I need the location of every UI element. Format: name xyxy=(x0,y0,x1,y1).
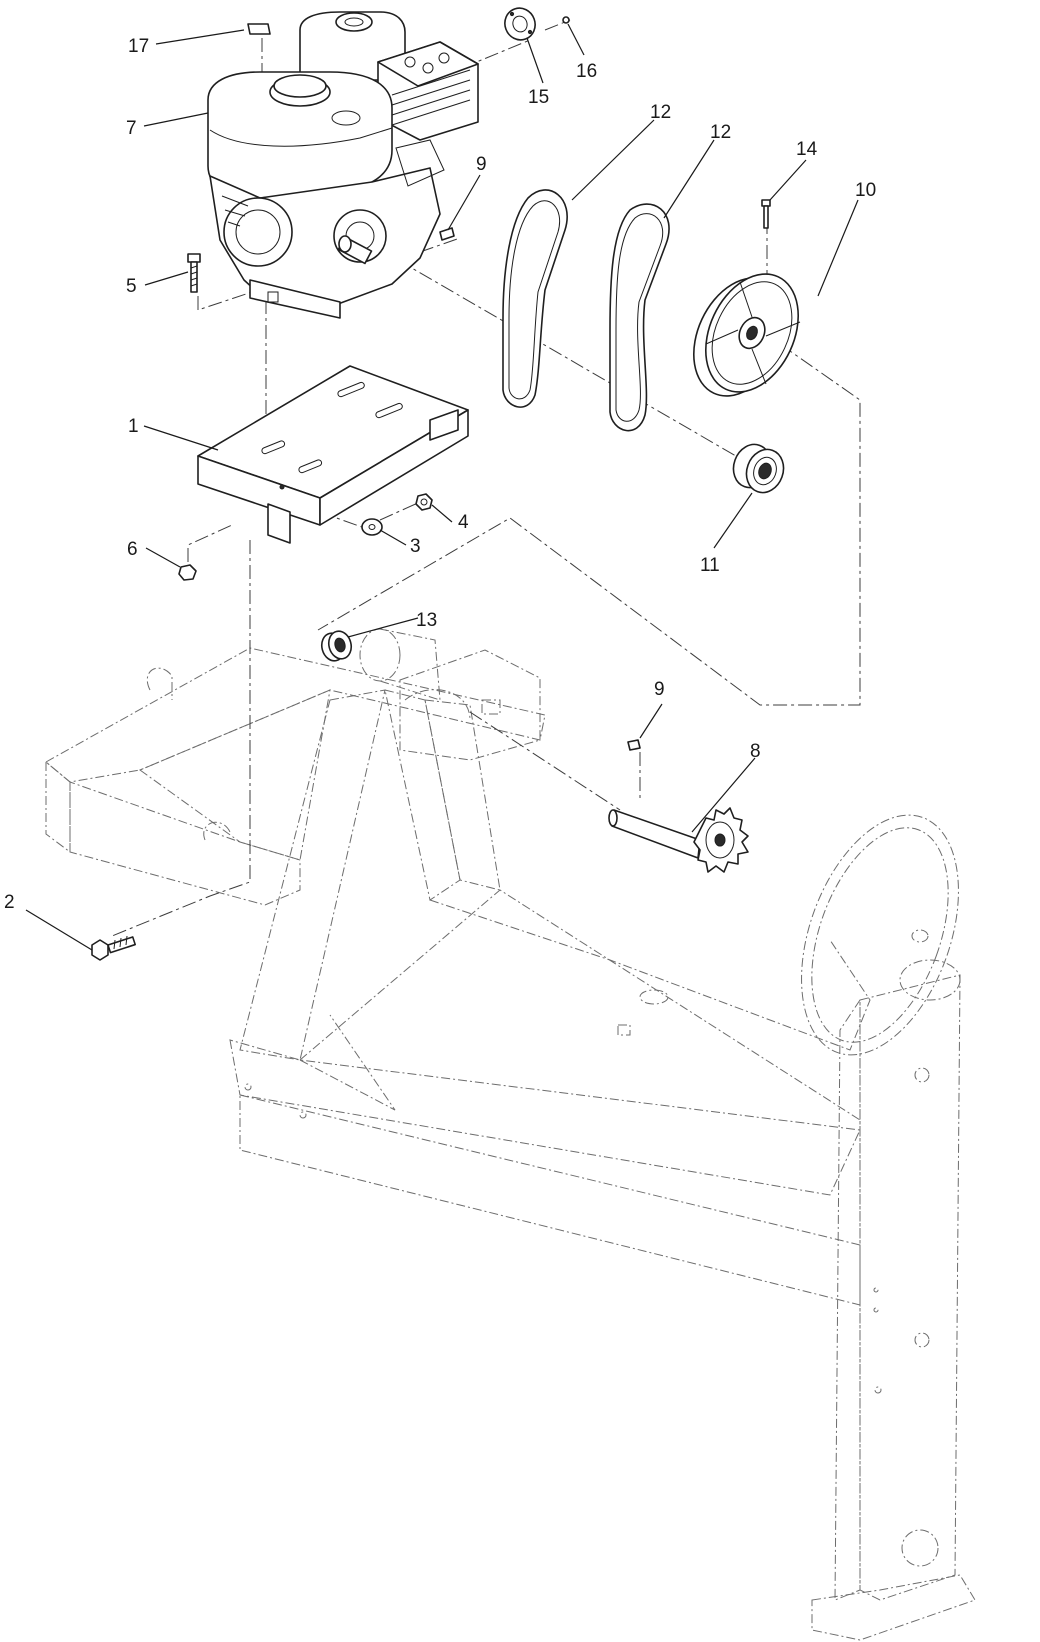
part-15-gasket xyxy=(504,7,536,41)
part-10-pulley xyxy=(692,273,801,397)
assembly-centerlines xyxy=(111,19,861,937)
callout-5: 5 xyxy=(126,276,137,297)
callout-6: 6 xyxy=(127,539,138,560)
part-13-bearing xyxy=(320,630,353,662)
part-12-v-belt-left xyxy=(502,189,568,408)
callout-13: 13 xyxy=(416,610,437,631)
part-4-nut xyxy=(415,493,433,511)
part-9-key-upper xyxy=(439,227,455,241)
callout-9-lower: 9 xyxy=(654,679,665,700)
part-12-v-belt-right xyxy=(609,203,670,432)
part-9-key-lower xyxy=(627,739,641,751)
callout-2: 2 xyxy=(4,892,15,913)
callout-14: 14 xyxy=(796,139,818,160)
part-6-flange-nut xyxy=(178,564,197,581)
part-1-mount-plate xyxy=(197,365,469,544)
ring-gear-ghost xyxy=(801,814,961,1056)
callout-12-left: 12 xyxy=(650,102,671,123)
part-3-washer xyxy=(361,518,383,536)
part-17-tag xyxy=(247,23,271,35)
part-8-pinion-shaft xyxy=(608,807,749,873)
callout-9-upper: 9 xyxy=(476,154,487,175)
callout-4: 4 xyxy=(458,512,469,533)
callout-1: 1 xyxy=(128,416,139,437)
callout-17: 17 xyxy=(128,36,149,57)
callout-3: 3 xyxy=(410,536,421,557)
part-2-bolt xyxy=(91,935,136,961)
callout-10: 10 xyxy=(855,180,876,201)
callout-7: 7 xyxy=(126,118,137,139)
callout-leaders xyxy=(25,23,859,951)
part-14-pin xyxy=(761,199,771,229)
part-16-screw xyxy=(562,16,570,24)
callout-12-right: 12 xyxy=(710,122,731,143)
callout-labels: 17 7 5 1 6 2 3 4 15 16 9 12 12 14 10 11 … xyxy=(4,36,876,913)
callout-16: 16 xyxy=(576,61,597,82)
part-11-small-pulley xyxy=(732,443,785,494)
callout-8: 8 xyxy=(750,741,761,762)
part-5-bolt xyxy=(187,253,201,293)
frame-ghost xyxy=(45,647,976,1641)
callout-11: 11 xyxy=(700,555,720,576)
callout-15: 15 xyxy=(528,87,549,108)
engine xyxy=(207,11,479,319)
bearing-housing-ghost xyxy=(359,628,541,761)
